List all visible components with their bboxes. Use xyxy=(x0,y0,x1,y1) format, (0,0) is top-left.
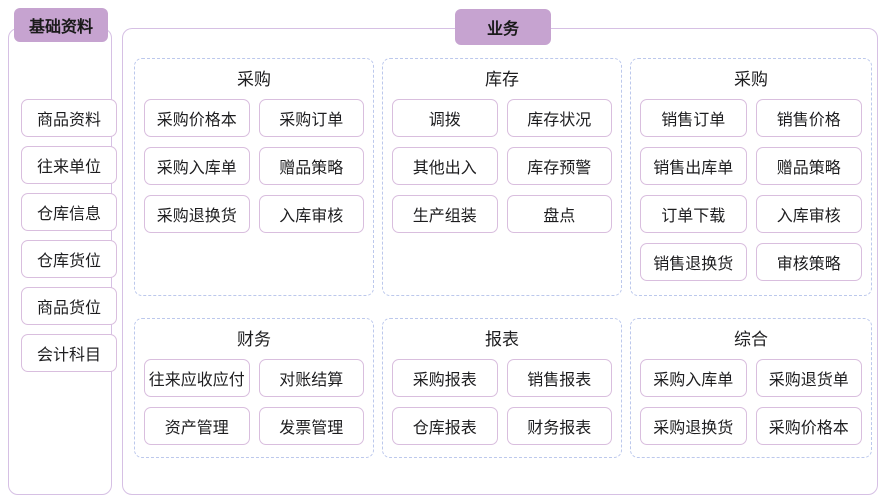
group-reports: 报表 采购报表 销售报表 仓库报表 财务报表 xyxy=(382,318,622,458)
module-node: 审核策略 xyxy=(755,243,862,281)
module-node: 采购价格本 xyxy=(144,99,250,137)
module-node: 发票管理 xyxy=(258,407,364,445)
module-node: 采购退换货 xyxy=(640,407,747,445)
module-node: 库存状况 xyxy=(506,99,612,137)
main-title: 业务 xyxy=(486,21,519,38)
group-title: 采购 xyxy=(734,70,768,89)
module-node: 往来应收应付 xyxy=(144,359,250,397)
module-node: 订单下载 xyxy=(640,195,747,233)
module-node: 库存预警 xyxy=(506,147,612,185)
module-node: 生产组装 xyxy=(392,195,498,233)
module-node: 采购价格本 xyxy=(755,407,862,445)
group-title: 综合 xyxy=(734,330,768,349)
module-node: 财务报表 xyxy=(506,407,612,445)
module-node: 采购报表 xyxy=(392,359,498,397)
group-purchase: 采购 采购价格本 采购订单 采购入库单 赠品策略 采购退换货 入库审核 xyxy=(134,58,374,296)
module-node: 资产管理 xyxy=(144,407,250,445)
group-comprehensive: 综合 采购入库单 采购退货单 采购退换货 采购价格本 xyxy=(630,318,872,458)
sidebar-item-warehouse-info: 仓库信息 xyxy=(21,193,117,231)
sidebar-title: 基础资料 xyxy=(28,19,93,36)
group-grid: 采购价格本 采购订单 采购入库单 赠品策略 采购退换货 入库审核 xyxy=(144,99,364,233)
sidebar-item-goods-data: 商品资料 xyxy=(21,99,117,137)
module-node: 销售报表 xyxy=(506,359,612,397)
group-grid: 销售订单 销售价格 销售出库单 赠品策略 订单下载 入库审核 销售退换货 审核策… xyxy=(640,99,862,281)
module-node: 采购入库单 xyxy=(640,359,747,397)
module-node: 调拨 xyxy=(392,99,498,137)
module-node: 赠品策略 xyxy=(258,147,364,185)
group-finance: 财务 往来应收应付 对账结算 资产管理 发票管理 xyxy=(134,318,374,458)
group-grid: 往来应收应付 对账结算 资产管理 发票管理 xyxy=(144,359,364,445)
sidebar-item-accounts: 会计科目 xyxy=(21,334,117,372)
module-node: 销售退换货 xyxy=(640,243,747,281)
module-node: 采购入库单 xyxy=(144,147,250,185)
sidebar-item-partners: 往来单位 xyxy=(21,146,117,184)
module-node: 对账结算 xyxy=(258,359,364,397)
group-grid: 调拨 库存状况 其他出入 库存预警 生产组装 盘点 xyxy=(392,99,612,233)
sidebar-title-badge: 基础资料 xyxy=(14,8,108,42)
sidebar-item-warehouse-slot: 仓库货位 xyxy=(21,240,117,278)
group-grid: 采购入库单 采购退货单 采购退换货 采购价格本 xyxy=(640,359,862,445)
group-title: 报表 xyxy=(485,330,519,349)
sidebar-item-list: 商品资料 往来单位 仓库信息 仓库货位 商品货位 会计科目 xyxy=(21,99,117,372)
module-node: 采购退换货 xyxy=(144,195,250,233)
group-title: 财务 xyxy=(237,330,271,349)
sidebar-item-goods-slot: 商品货位 xyxy=(21,287,117,325)
group-title: 采购 xyxy=(237,70,271,89)
group-inventory: 库存 调拨 库存状况 其他出入 库存预警 生产组装 盘点 xyxy=(382,58,622,296)
module-node: 入库审核 xyxy=(258,195,364,233)
module-node: 仓库报表 xyxy=(392,407,498,445)
module-node: 销售订单 xyxy=(640,99,747,137)
module-node: 其他出入 xyxy=(392,147,498,185)
module-node: 采购退货单 xyxy=(755,359,862,397)
module-node: 采购订单 xyxy=(258,99,364,137)
group-sales: 采购 销售订单 销售价格 销售出库单 赠品策略 订单下载 入库审核 销售退换货 … xyxy=(630,58,872,296)
group-title: 库存 xyxy=(485,70,519,89)
module-node: 销售价格 xyxy=(755,99,862,137)
module-node: 赠品策略 xyxy=(755,147,862,185)
module-node: 入库审核 xyxy=(755,195,862,233)
group-grid: 采购报表 销售报表 仓库报表 财务报表 xyxy=(392,359,612,445)
module-node: 盘点 xyxy=(506,195,612,233)
module-node: 销售出库单 xyxy=(640,147,747,185)
main-title-badge: 业务 xyxy=(455,9,551,45)
